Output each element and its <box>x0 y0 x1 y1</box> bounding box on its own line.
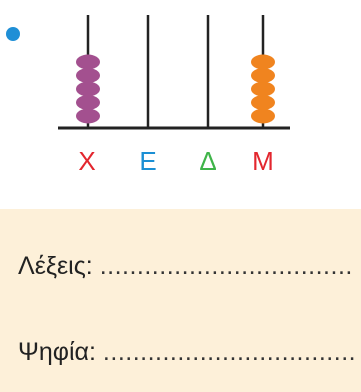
abacus-bead <box>251 68 275 83</box>
words-label: Λέξεις: <box>18 252 93 280</box>
abacus-bead <box>251 95 275 110</box>
abacus-bead <box>76 95 100 110</box>
bullet-dot <box>6 27 20 41</box>
digits-label: Ψηφία: <box>18 338 96 366</box>
label-units: Μ <box>252 146 274 176</box>
abacus <box>58 15 290 130</box>
answer-box: Λέξεις: ................................… <box>0 209 361 392</box>
abacus-bead <box>76 108 100 124</box>
label-thousands: Χ <box>78 146 96 176</box>
label-hundreds: Ε <box>139 146 157 176</box>
abacus-bead <box>76 68 100 83</box>
digits-answer-line: Ψηφία: .................................… <box>18 337 356 367</box>
digits-blank[interactable]: .................................. <box>102 338 357 366</box>
abacus-bead <box>76 81 100 97</box>
abacus-bead <box>251 54 275 70</box>
words-blank[interactable]: .................................. <box>99 252 353 280</box>
label-tens: Δ <box>199 146 217 176</box>
abacus-bead <box>251 108 275 124</box>
words-answer-line: Λέξεις: ................................… <box>18 251 353 281</box>
abacus-bead <box>251 81 275 97</box>
abacus-bead <box>76 54 100 70</box>
